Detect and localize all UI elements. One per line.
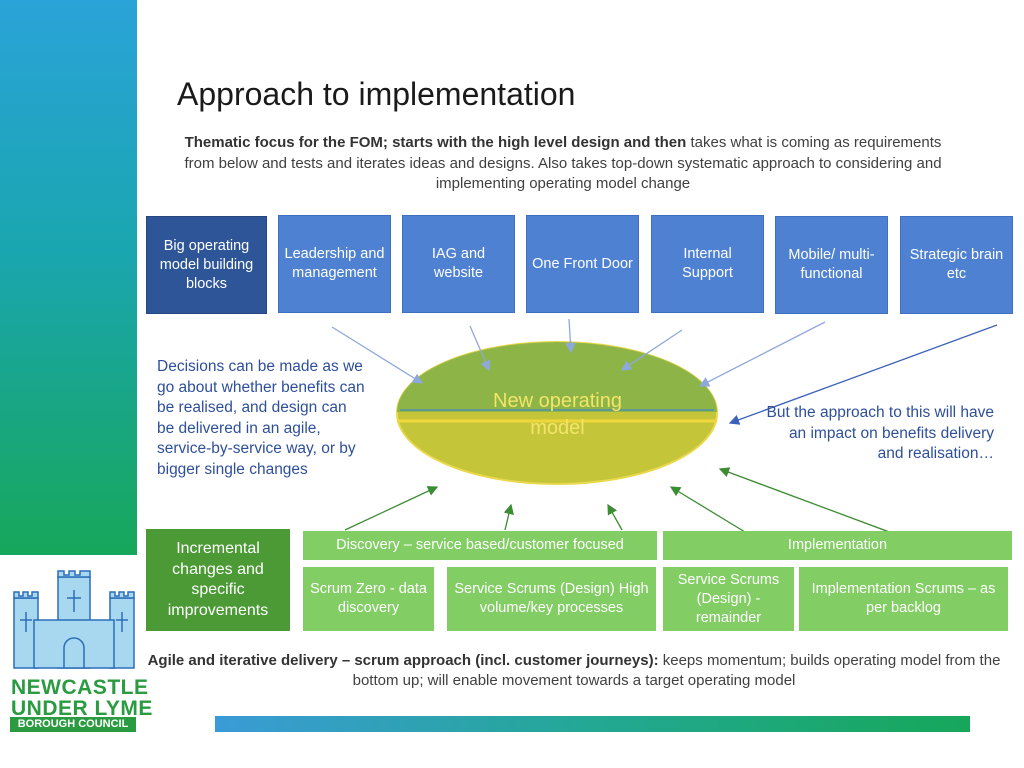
right-note: But the approach to this will have an im… (766, 404, 994, 462)
box-iag-website: IAG and website (402, 215, 515, 313)
intro-bold: Thematic focus for the FOM; starts with … (184, 134, 687, 151)
bottom-rest: keeps momentum; builds operating model f… (352, 652, 1001, 689)
bottom-paragraph: Agile and iterative delivery – scrum app… (137, 651, 1011, 691)
intro-rest: takes what is coming as requirements fro… (184, 134, 942, 192)
side-accent-bar (0, 0, 137, 555)
box-building-blocks: Big operating model building blocks (146, 216, 267, 314)
slide-title: Approach to implementation (177, 76, 576, 112)
logo-text-under-lyme: UNDER LYME (11, 697, 153, 720)
box-strategic-brain: Strategic brain etc (900, 216, 1013, 314)
left-note: Decisions can be made as we go about whe… (157, 358, 365, 478)
box-incremental: Incremental changes and specific improve… (146, 529, 290, 631)
logo-text-newcastle: NEWCASTLE (11, 676, 149, 699)
box-internal-support: Internal Support (651, 215, 764, 313)
bottom-bold: Agile and iterative delivery – scrum app… (147, 652, 659, 669)
box-implementation-scrums: Implementation Scrums – as per backlog (799, 567, 1008, 631)
operating-model-label: New operating model (493, 390, 622, 439)
box-service-scrums-remainder: Service Scrums (Design) - remainder (663, 567, 794, 631)
intro-paragraph: Thematic focus for the FOM; starts with … (170, 133, 956, 195)
box-one-front-door: One Front Door (526, 215, 639, 313)
box-discovery: Discovery – service based/customer focus… (303, 531, 657, 560)
box-leadership: Leadership and management (278, 215, 391, 313)
logo-text-borough-council: BOROUGH COUNCIL (10, 717, 136, 732)
box-implementation: Implementation (663, 531, 1012, 560)
box-scrum-zero: Scrum Zero - data discovery (303, 567, 434, 631)
footer-accent-bar (215, 716, 970, 732)
box-mobile: Mobile/ multi-functional (775, 216, 888, 314)
box-service-scrums-high: Service Scrums (Design) High volume/key … (447, 567, 656, 631)
